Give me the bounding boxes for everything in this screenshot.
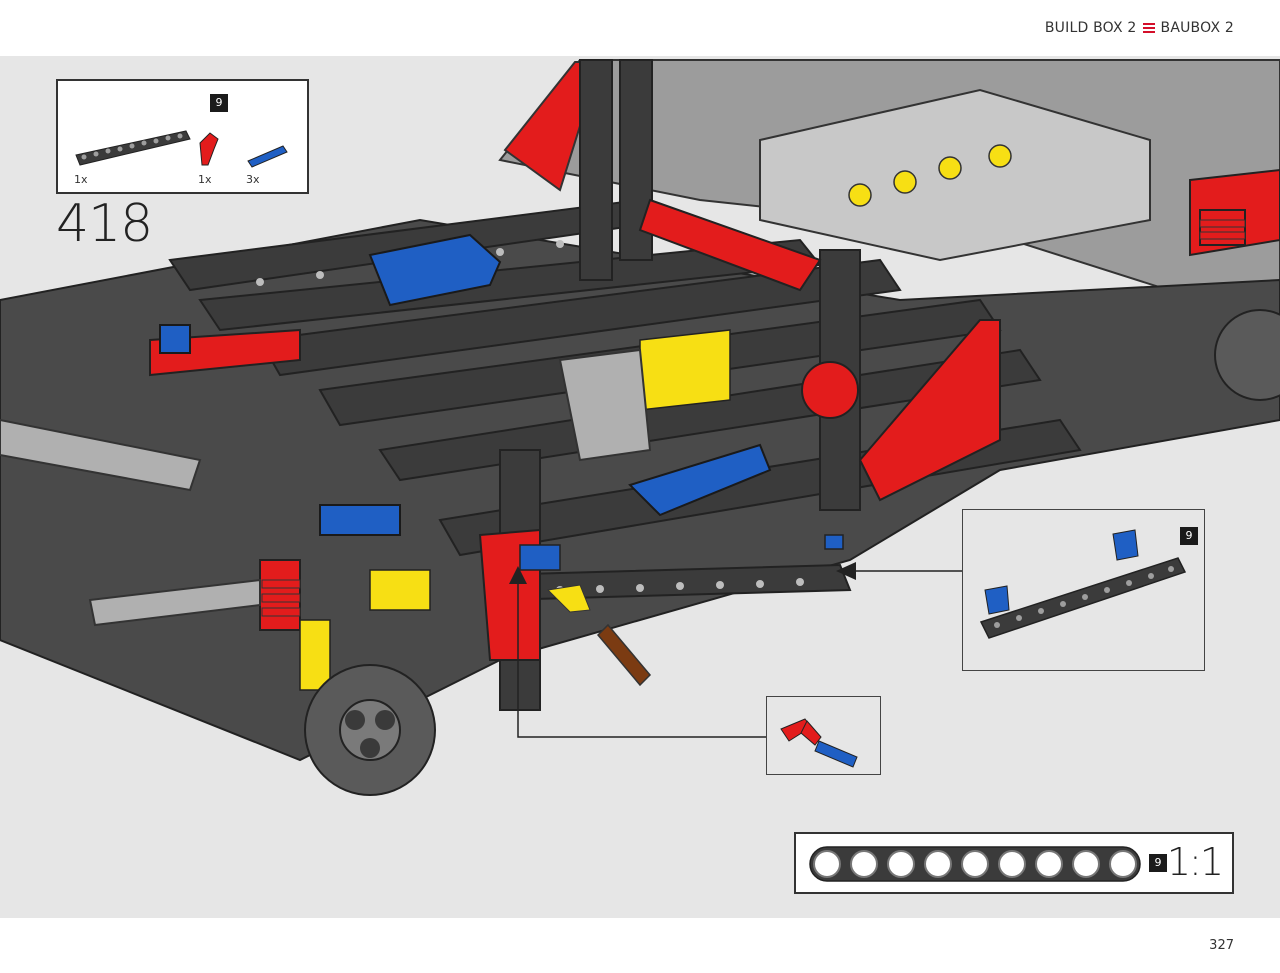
page-header: BUILD BOX 2 BAUBOX 2 [0, 0, 1280, 56]
placed-blue-pin [519, 544, 561, 571]
beam-assembly-callout: 9 [962, 509, 1205, 671]
red-connector-icon [199, 132, 219, 166]
placement-arrows [517, 570, 962, 738]
blue-axle-pin-icon [247, 145, 288, 168]
beam-length-badge: 9 [210, 94, 228, 112]
pin-qty: 3x [246, 173, 260, 186]
callout-beam-badge: 9 [1180, 527, 1198, 545]
chassis-illustration [0, 59, 1280, 796]
beam-assembly-art [979, 529, 1187, 639]
reference-length-badge: 9 [1149, 854, 1167, 872]
beam-qty: 1x [74, 173, 88, 186]
build-box-label: BUILD BOX 2 BAUBOX 2 [1045, 20, 1234, 36]
build-box-en: BUILD BOX 2 [1044, 20, 1137, 36]
flag-stripes-icon [1142, 23, 1155, 33]
car-chassis [0, 59, 1280, 796]
scale-reference-box: 9 1:1 [794, 832, 1234, 894]
connector-qty: 1x [198, 173, 212, 186]
reference-beam [809, 846, 1141, 882]
connector-assembly-callout [766, 696, 881, 775]
beam-9-icon [75, 130, 191, 166]
build-box-de: BAUBOX 2 [1160, 20, 1234, 36]
instruction-stage [0, 56, 1280, 918]
connector-assembly-art [780, 718, 858, 768]
front-wheel-hub [304, 664, 436, 796]
page-number: 327 [1209, 938, 1234, 953]
arrow-head-beam [836, 562, 856, 580]
step-number: 418 [56, 194, 153, 254]
parts-list-box: 9 1x 1x 3x [56, 79, 309, 194]
page-footer: 327 [0, 918, 1280, 973]
parts-list-art [75, 130, 288, 168]
scale-label: 1:1 [1166, 840, 1224, 884]
arrow-head-connector [509, 566, 527, 584]
